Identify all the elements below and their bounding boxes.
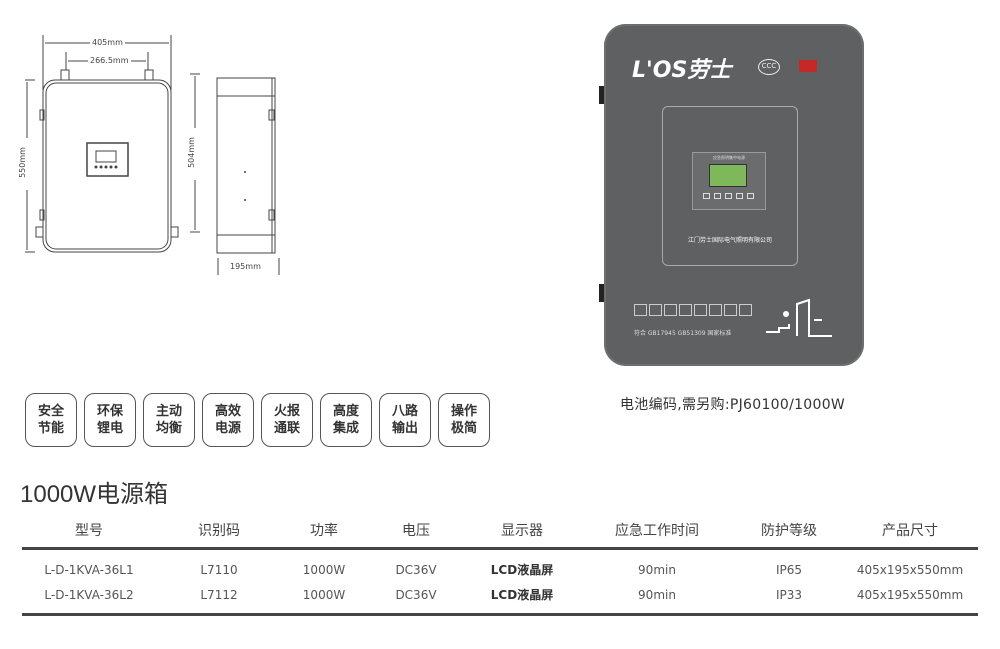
front-side-outline — [25, 35, 280, 275]
column-header: 型号 — [75, 522, 103, 539]
table-row: L-D-1KVA-36L2 L7112 1000W DC36V LCD液晶屏 9… — [22, 582, 978, 607]
feature-badge: 安全节能 — [25, 393, 77, 447]
panel-title: 应急照明集中电源 — [713, 155, 745, 160]
hinge — [599, 86, 604, 104]
ccc-icon: CCC — [758, 59, 780, 75]
feature-badge: 八路输出 — [379, 393, 431, 447]
cell-duration: 90min — [638, 587, 676, 602]
brand-logo: L'OS劳士 — [632, 58, 732, 83]
feature-badge: 高效电源 — [202, 393, 254, 447]
section-title: 1000W电源箱 — [20, 481, 169, 508]
cell-voltage: DC36V — [395, 562, 437, 577]
cell-size: 405x195x550mm — [856, 587, 964, 602]
cell-model: L-D-1KVA-36L2 — [44, 587, 134, 602]
cell-voltage: DC36V — [395, 587, 437, 602]
control-panel: 应急照明集中电源 江门劳士国际电气照明有限公司 — [662, 106, 798, 266]
cell-code: L7112 — [200, 587, 238, 602]
cell-display: LCD液晶屏 — [490, 588, 554, 602]
column-header: 功率 — [310, 522, 338, 539]
spec-table: 型号 识别码 功率 电压 显示器 应急工作时间 防护等级 产品尺寸 L-D-1K… — [22, 512, 978, 616]
column-header: 识别码 — [198, 522, 240, 539]
cell-size: 405x195x550mm — [856, 562, 964, 577]
feature-badge: 操作极简 — [438, 393, 490, 447]
cell-code: L7110 — [200, 562, 238, 577]
standard-text: 符合 GB17945 GB51309 国家标准 — [634, 330, 732, 337]
height-dimension: 550mm — [17, 145, 27, 180]
width-dimension: 405mm — [90, 38, 125, 47]
cell-duration: 90min — [638, 562, 676, 577]
feature-badge: 主动均衡 — [143, 393, 195, 447]
inner-height-dimension: 504mm — [186, 135, 196, 170]
feature-badge: 环保锂电 — [84, 393, 136, 447]
feature-badges: 安全节能 环保锂电 主动均衡 高效电源 火报通联 高度集成 八路输出 操作极简 — [25, 393, 490, 447]
fire-cert-icon — [799, 60, 817, 72]
panel-buttons — [703, 193, 754, 199]
column-header: 产品尺寸 — [882, 522, 938, 539]
dimension-drawing: 405mm 266.5mm 550mm 504mm 195mm — [0, 30, 300, 280]
display-module: 应急照明集中电源 — [692, 152, 766, 210]
hinge — [599, 284, 604, 302]
product-image: L'OS劳士 CCC 应急照明集中电源 江门劳士国际电气照明有限公司 符合 GB… — [599, 24, 864, 366]
cell-display: LCD液晶屏 — [490, 563, 554, 577]
column-header: 应急工作时间 — [615, 522, 699, 539]
cell-power: 1000W — [302, 587, 346, 602]
emergency-exit-icon — [766, 298, 832, 337]
feature-badge: 高度集成 — [320, 393, 372, 447]
column-header: 防护等级 — [761, 522, 817, 539]
table-header: 型号 识别码 功率 电压 显示器 应急工作时间 防护等级 产品尺寸 — [22, 512, 978, 550]
lcd-screen — [709, 164, 747, 187]
cell-ip: IP65 — [775, 562, 803, 577]
battery-caption: 电池编码,需另购:PJ60100/1000W — [620, 397, 846, 413]
cell-model: L-D-1KVA-36L1 — [44, 562, 134, 577]
company-name: 江门劳士国际电气照明有限公司 — [687, 237, 772, 244]
feature-icons — [634, 304, 752, 316]
cell-power: 1000W — [302, 562, 346, 577]
feature-badge: 火报通联 — [261, 393, 313, 447]
cell-ip: IP33 — [775, 587, 803, 602]
table-row: L-D-1KVA-36L1 L7110 1000W DC36V LCD液晶屏 9… — [22, 557, 978, 582]
depth-dimension: 195mm — [228, 262, 263, 271]
column-header: 电压 — [402, 522, 430, 539]
mount-dimension: 266.5mm — [88, 56, 131, 65]
column-header: 显示器 — [501, 522, 543, 539]
